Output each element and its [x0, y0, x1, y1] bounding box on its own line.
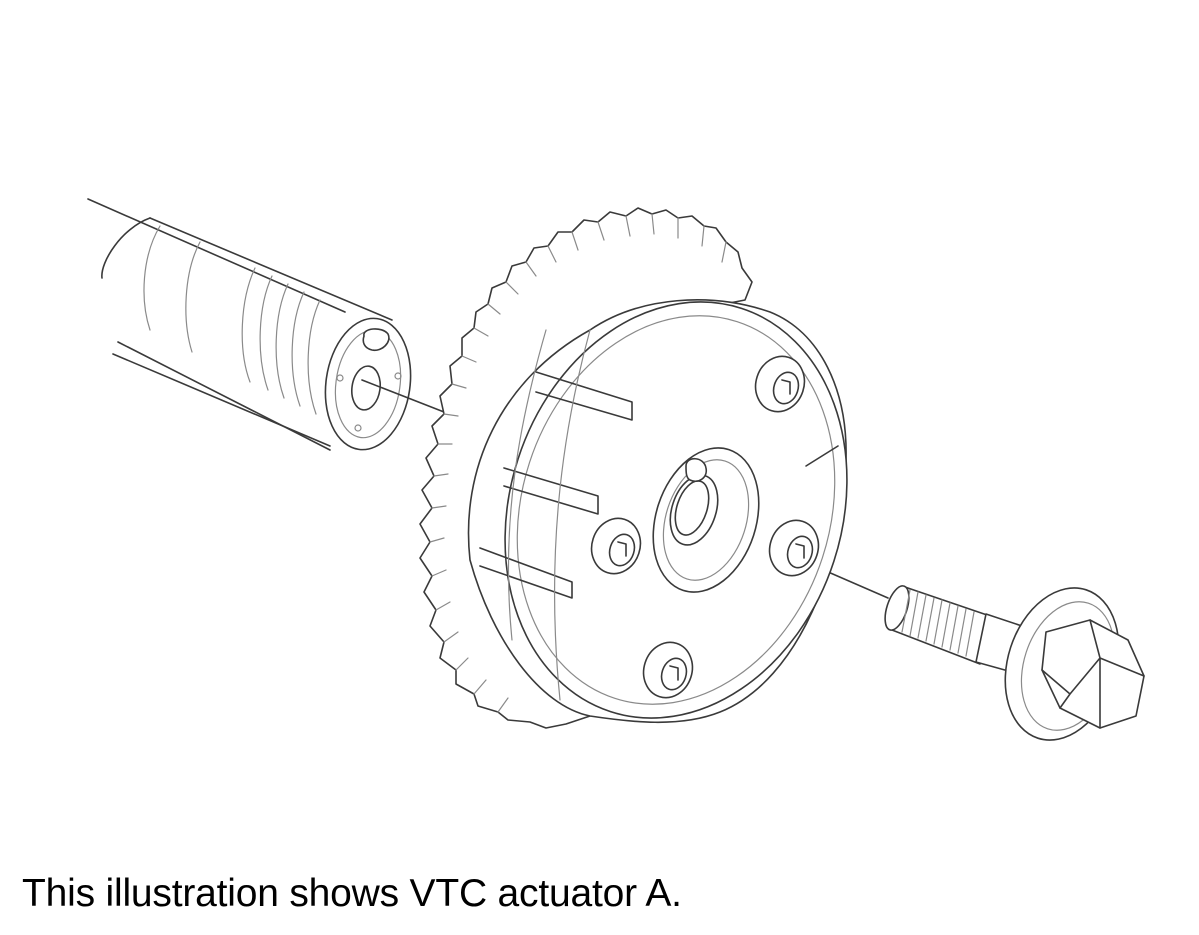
camshaft	[87, 198, 412, 451]
face-bolt-bottom	[642, 641, 694, 699]
face-bolt-top	[754, 355, 806, 413]
vtc-actuator	[419, 207, 848, 729]
flange-bolt	[884, 585, 1145, 741]
vtc-actuator-exploded-illustration	[87, 198, 1145, 741]
illustration-caption: This illustration shows VTC actuator A.	[22, 872, 682, 915]
center-boss	[652, 447, 760, 593]
face-bolt-right	[768, 519, 820, 577]
face-bolt-left	[590, 517, 642, 575]
